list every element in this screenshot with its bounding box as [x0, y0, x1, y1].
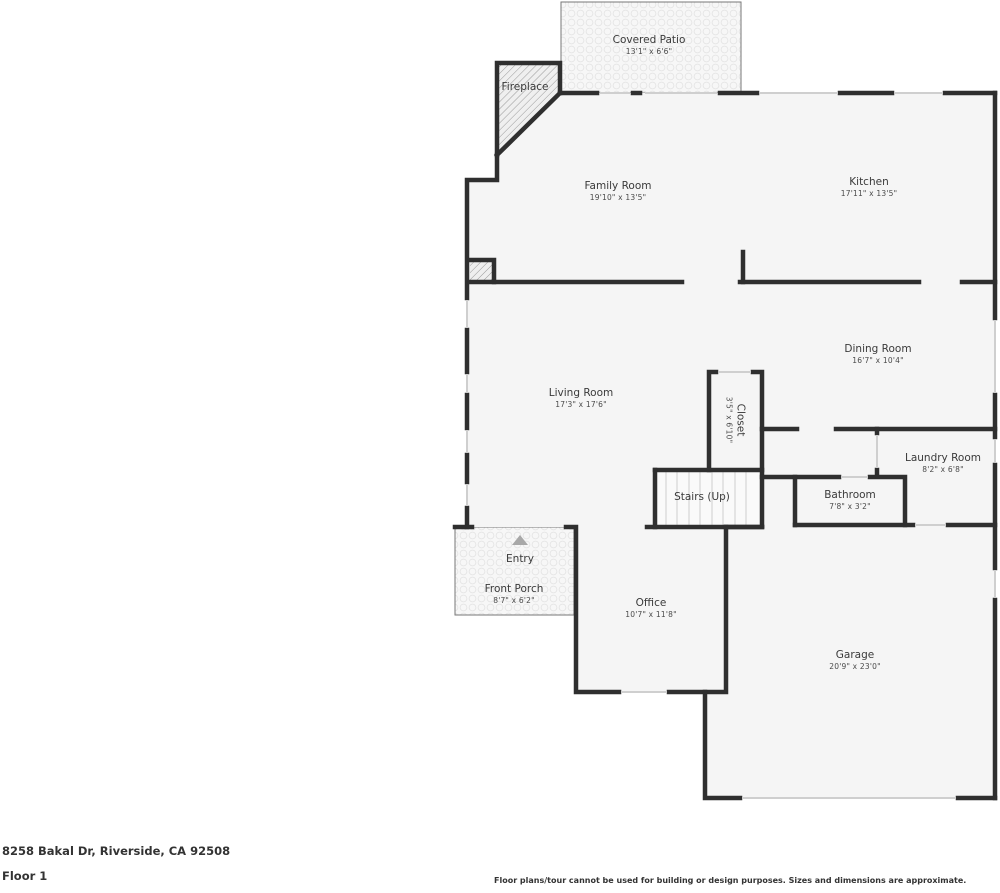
- room-name: Stairs (Up): [674, 491, 730, 503]
- room-dimensions: 10'7" x 11'8": [625, 610, 677, 619]
- room-name: Fireplace: [501, 81, 549, 93]
- interior-floor: [467, 93, 995, 798]
- room-label-living-room: Living Room 17'3" x 17'6": [549, 387, 613, 410]
- room-name: Laundry Room: [904, 452, 982, 464]
- disclaimer-text: Floor plans/tour cannot be used for buil…: [494, 876, 967, 885]
- room-label-covered-patio: Covered Patio 13'1" x 6'6": [613, 34, 686, 57]
- room-dimensions: 8'7" x 6'2": [493, 596, 535, 605]
- front-porch-area: [454, 526, 575, 616]
- room-name: Family Room: [584, 180, 652, 192]
- room-label-office: Office 10'7" x 11'8": [625, 597, 676, 620]
- room-name: Living Room: [548, 387, 614, 399]
- room-label-front-porch: Front Porch 8'7" x 6'2": [485, 583, 544, 606]
- room-name: Office: [635, 597, 667, 609]
- floor-label: Floor 1: [2, 869, 48, 883]
- room-name: Kitchen: [849, 176, 889, 188]
- room-label-garage: Garage 20'9" x 23'0": [829, 649, 880, 672]
- fireplace-shape: [497, 63, 560, 155]
- covered-patio-area: [560, 1, 742, 94]
- room-label-bathroom: Bathroom 7'8" x 3'2": [824, 489, 876, 512]
- room-name: Front Porch: [484, 583, 544, 595]
- room-dimensions: 19'10" x 13'5": [589, 193, 647, 202]
- windows: [466, 92, 996, 799]
- room-name: Covered Patio: [612, 34, 686, 46]
- room-label-stairs: Stairs (Up): [674, 491, 730, 504]
- room-label-fireplace: Fireplace: [502, 81, 549, 94]
- room-dimensions: 8'2" x 6'8": [922, 465, 964, 474]
- property-address: 8258 Bakal Dr, Riverside, CA 92508: [2, 844, 231, 858]
- room-label-closet: Closet 3'5" x 6'10": [724, 397, 747, 444]
- walls: [452, 60, 998, 801]
- room-label-kitchen: Kitchen 17'11" x 13'5": [841, 176, 897, 199]
- room-dimensions: 7'8" x 3'2": [829, 502, 871, 511]
- room-dimensions: 16'7" x 10'4": [852, 356, 904, 365]
- room-name: Closet: [734, 403, 747, 437]
- room-label-dining-room: Dining Room 16'7" x 10'4": [844, 343, 911, 366]
- room-label-family-room: Family Room 19'10" x 13'5": [584, 180, 651, 203]
- room-dimensions: 17'11" x 13'5": [840, 189, 898, 198]
- room-dimensions: 3'5" x 6'10": [724, 396, 734, 444]
- room-dimensions: 13'1" x 6'6": [625, 47, 673, 56]
- room-dimensions: 20'9" x 23'0": [829, 662, 881, 671]
- room-dimensions: 17'3" x 17'6": [555, 400, 607, 409]
- stairs-graphic: [655, 472, 762, 526]
- room-name: Entry: [506, 553, 534, 565]
- room-label-entry: Entry: [506, 553, 534, 566]
- room-name: Dining Room: [844, 343, 912, 355]
- entry-arrow-icon: [512, 535, 528, 545]
- fireplace-hearth-small: [470, 262, 494, 281]
- room-label-laundry-room: Laundry Room 8'2" x 6'8": [905, 452, 981, 475]
- room-name: Garage: [835, 649, 875, 661]
- room-name: Bathroom: [824, 489, 876, 501]
